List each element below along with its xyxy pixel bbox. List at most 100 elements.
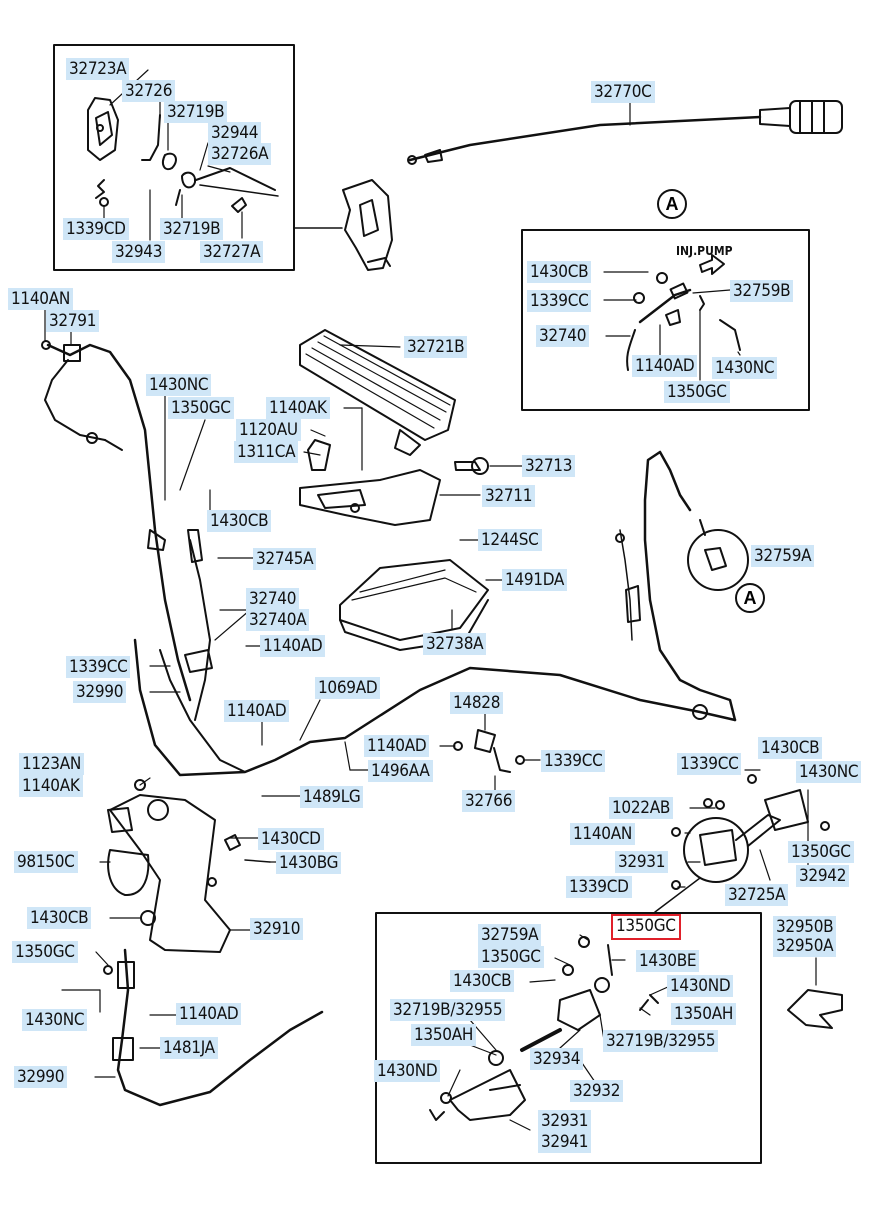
part-label-1430ND[interactable]: 1430ND xyxy=(374,1060,441,1082)
part-label-32770C[interactable]: 32770C xyxy=(591,81,655,103)
part-label-1491DA[interactable]: 1491DA xyxy=(502,569,568,591)
part-label-1339CC[interactable]: 1339CC xyxy=(66,656,131,678)
part-label-1350AH[interactable]: 1350AH xyxy=(411,1024,477,1046)
part-label-1140AD[interactable]: 1140AD xyxy=(364,735,430,757)
part-label-1339CC[interactable]: 1339CC xyxy=(677,753,742,775)
part-label-32723A[interactable]: 32723A xyxy=(66,58,130,80)
clip-14828 xyxy=(453,729,525,773)
cable-32770C xyxy=(407,100,843,165)
part-label-32944[interactable]: 32944 xyxy=(208,122,262,144)
part-label-1350GC[interactable]: 1350GC xyxy=(788,841,854,863)
part-label-32727A[interactable]: 32727A xyxy=(200,241,264,263)
part-label-1430BG[interactable]: 1430BG xyxy=(276,852,342,874)
part-label-1140AK[interactable]: 1140AK xyxy=(19,775,83,797)
part-label-1350AH[interactable]: 1350AH xyxy=(671,1003,737,1025)
detail-frame-bottom xyxy=(375,912,762,1164)
part-label-1339CD[interactable]: 1339CD xyxy=(566,876,632,898)
part-label-1430CB[interactable]: 1430CB xyxy=(450,970,515,992)
part-label-14828[interactable]: 14828 xyxy=(450,692,504,714)
part-label-1350GC[interactable]: 1350GC xyxy=(664,381,730,403)
part-label-1140AD[interactable]: 1140AD xyxy=(176,1003,242,1025)
cable-32759A-right xyxy=(615,450,749,722)
part-label-1140AN[interactable]: 1140AN xyxy=(8,288,74,310)
part-label-32990[interactable]: 32990 xyxy=(14,1066,68,1088)
part-label-32711[interactable]: 32711 xyxy=(482,485,536,507)
part-label-32931[interactable]: 32931 xyxy=(615,851,669,873)
part-label-1430CB[interactable]: 1430CB xyxy=(758,737,823,759)
part-label-32766[interactable]: 32766 xyxy=(462,790,516,812)
part-label-1430CB[interactable]: 1430CB xyxy=(207,510,272,532)
part-label-1350GC[interactable]: 1350GC xyxy=(478,946,544,968)
lower-lever-assembly-detail xyxy=(429,936,659,1121)
part-label-1350GC[interactable]: 1350GC xyxy=(168,397,234,419)
part-label-1140AN[interactable]: 1140AN xyxy=(570,823,636,845)
part-label-1430NC[interactable]: 1430NC xyxy=(146,374,212,396)
part-label-1339CD[interactable]: 1339CD xyxy=(63,218,129,240)
part-label-1481JA[interactable]: 1481JA xyxy=(160,1037,218,1059)
part-label-1430CD[interactable]: 1430CD xyxy=(258,828,324,850)
part-label-1430BE[interactable]: 1430BE xyxy=(636,950,700,972)
part-label-32726A[interactable]: 32726A xyxy=(208,143,272,165)
part-label-1069AD[interactable]: 1069AD xyxy=(315,677,381,699)
part-label-1123AN[interactable]: 1123AN xyxy=(19,753,85,775)
part-label-98150C[interactable]: 98150C xyxy=(14,851,78,873)
part-label-32719B[interactable]: 32719B xyxy=(164,101,228,123)
part-label-32950A[interactable]: 32950A xyxy=(773,935,837,957)
part-label-1140AD[interactable]: 1140AD xyxy=(260,635,326,657)
part-label-32740[interactable]: 32740 xyxy=(536,325,590,347)
part-label-32725A[interactable]: 32725A xyxy=(725,884,789,906)
part-label-1140AK[interactable]: 1140AK xyxy=(266,397,330,419)
part-label-1496AA[interactable]: 1496AA xyxy=(368,760,433,782)
part-label-32759A[interactable]: 32759A xyxy=(478,924,542,946)
part-label-32740A[interactable]: 32740A xyxy=(246,609,310,631)
detail-frame-a xyxy=(521,229,810,411)
part-label-1244SC[interactable]: 1244SC xyxy=(478,529,542,551)
part-label-1489LG[interactable]: 1489LG xyxy=(300,786,364,808)
part-label-32990[interactable]: 32990 xyxy=(73,681,127,703)
part-label-32713[interactable]: 32713 xyxy=(522,455,576,477)
part-label-32943[interactable]: 32943 xyxy=(112,241,166,263)
part-label-1022AB[interactable]: 1022AB xyxy=(609,797,674,819)
part-label-32941[interactable]: 32941 xyxy=(538,1131,592,1153)
part-label-1430CB[interactable]: 1430CB xyxy=(527,261,592,283)
part-label-1430CB[interactable]: 1430CB xyxy=(27,907,92,929)
pedal-pad-32738A xyxy=(339,559,489,651)
part-label-1350GC[interactable]: 1350GC xyxy=(12,941,78,963)
part-label-32719B-32955[interactable]: 32719B/32955 xyxy=(603,1030,719,1052)
part-label-1339CC[interactable]: 1339CC xyxy=(527,290,592,312)
lever-32725A xyxy=(654,774,830,913)
part-label-32910[interactable]: 32910 xyxy=(250,918,304,940)
part-label-32719B[interactable]: 32719B xyxy=(160,218,224,240)
part-label-1311CA[interactable]: 1311CA xyxy=(234,441,299,463)
part-label-32719B-32955[interactable]: 32719B/32955 xyxy=(390,999,506,1021)
bracket-32770-mount xyxy=(293,179,393,271)
part-label-32759A[interactable]: 32759A xyxy=(751,545,815,567)
part-label-32726[interactable]: 32726 xyxy=(122,80,176,102)
cable-32990-lower xyxy=(103,948,324,1107)
part-label-32942[interactable]: 32942 xyxy=(796,865,850,887)
part-label-32721B[interactable]: 32721B xyxy=(404,336,468,358)
part-label-32791[interactable]: 32791 xyxy=(46,310,100,332)
part-label-1140AD[interactable]: 1140AD xyxy=(632,355,698,377)
part-label-1339CC[interactable]: 1339CC xyxy=(541,750,606,772)
part-label-32931[interactable]: 32931 xyxy=(538,1110,592,1132)
part-label-32740[interactable]: 32740 xyxy=(246,588,300,610)
part-label-1430NC[interactable]: 1430NC xyxy=(712,357,778,379)
leader-lines xyxy=(44,69,817,1131)
part-label-32738A[interactable]: 32738A xyxy=(423,633,487,655)
part-label-1430ND[interactable]: 1430ND xyxy=(667,975,734,997)
pedal-bracket-32910 xyxy=(107,779,271,953)
cable-32740-left xyxy=(41,340,192,702)
part-label-1120AU[interactable]: 1120AU xyxy=(236,419,301,441)
part-label-32759B[interactable]: 32759B xyxy=(730,280,794,302)
part-label-1430NC[interactable]: 1430NC xyxy=(22,1009,88,1031)
detail-frame-top-left xyxy=(53,44,295,271)
part-label-1140AD[interactable]: 1140AD xyxy=(224,700,290,722)
part-label-32745A[interactable]: 32745A xyxy=(253,548,317,570)
part-label-32932[interactable]: 32932 xyxy=(570,1080,624,1102)
part-label-32950B[interactable]: 32950B xyxy=(773,916,837,938)
part-label-1350GC-highlighted[interactable]: 1350GC xyxy=(611,914,681,940)
part-label-32934[interactable]: 32934 xyxy=(530,1048,584,1070)
part-label-1430NC[interactable]: 1430NC xyxy=(796,761,862,783)
